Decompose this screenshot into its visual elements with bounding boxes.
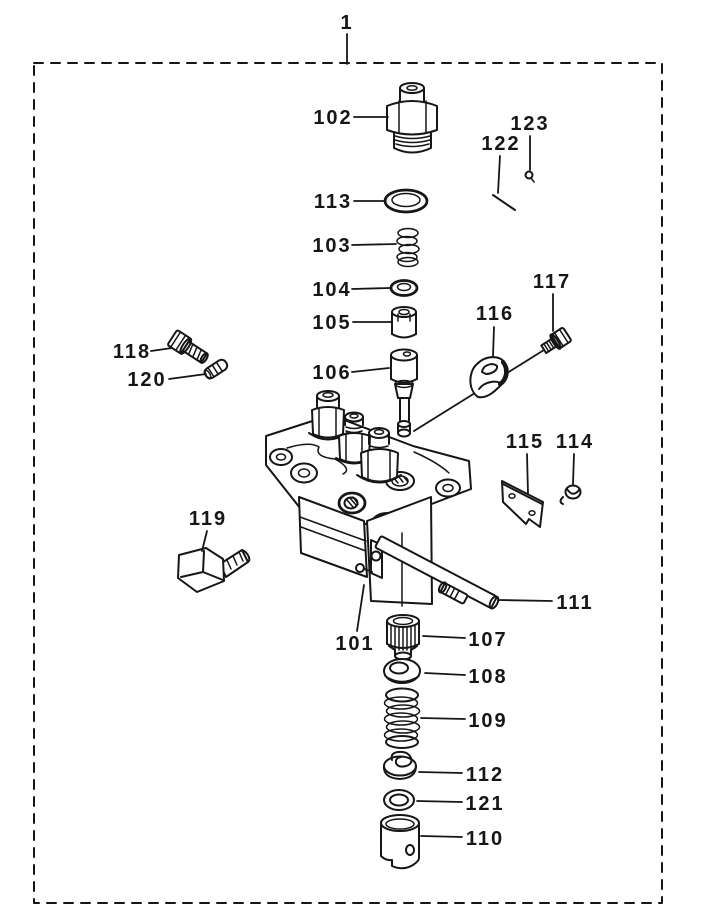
part-label-106: 106: [312, 362, 351, 384]
part-label-112: 112: [466, 764, 504, 786]
part-120-sleeve: 120: [127, 358, 229, 391]
part-122-pin: 122: [481, 133, 520, 211]
part-label-110: 110: [466, 828, 504, 850]
part-label-113: 113: [314, 191, 352, 213]
part-label-105: 105: [312, 312, 351, 334]
part-119-plug-bolt: 119: [177, 508, 251, 593]
part-102-valve-holder: 102: [313, 82, 438, 154]
part-103-spring: 103: [312, 227, 420, 268]
callout-assembly: 1: [340, 12, 353, 65]
part-label-121: 121: [465, 793, 504, 815]
part-label-111: 111: [556, 592, 593, 614]
part-114-screw: 114: [556, 431, 594, 505]
part-116-bracket: 116: [469, 303, 514, 399]
part-label-116: 116: [476, 303, 514, 325]
part-label-101: 101: [335, 633, 374, 655]
figure-dashed-border: [33, 62, 663, 904]
part-118-bolt: 118: [113, 329, 209, 364]
part-108-washer: 108: [383, 658, 507, 688]
part-label-122: 122: [481, 133, 520, 155]
part-106-plunger: 106: [312, 348, 418, 438]
part-104-washer: 104: [312, 279, 419, 301]
part-123-clip: 123: [510, 113, 549, 183]
body-fitting-front: [356, 427, 402, 484]
part-121-o-ring: 121: [383, 789, 504, 815]
part-label-120: 120: [127, 369, 166, 391]
body-fitting-rear: [308, 390, 348, 441]
part-label-103: 103: [312, 235, 351, 257]
part-label-104: 104: [312, 279, 351, 301]
part-label-118: 118: [113, 341, 151, 363]
part-107-knurled-adjuster: 107: [386, 614, 507, 661]
part-105-valve-seat: 105: [312, 306, 417, 339]
part-label-123: 123: [510, 113, 549, 135]
part-label-117: 117: [533, 271, 571, 293]
part-label-119: 119: [189, 508, 227, 530]
part-113-gasket: 113: [314, 188, 429, 214]
part-112-spring-seat: 112: [382, 750, 504, 786]
part-101-pump-body: 101: [265, 390, 472, 655]
part-110-tappet: 110: [380, 814, 504, 870]
part-label-108: 108: [468, 666, 507, 688]
part-label-114: 114: [556, 431, 594, 453]
part-label-109: 109: [468, 710, 507, 732]
part-115-plate: 115: [501, 431, 544, 528]
part-117-bolt: 117: [533, 271, 572, 355]
part-111-control-rod: 111: [374, 535, 593, 614]
part-label-1: 1: [340, 12, 353, 34]
part-label-107: 107: [468, 629, 507, 651]
part-label-102: 102: [313, 107, 352, 129]
part-label-115: 115: [506, 431, 544, 453]
part-109-spring: 109: [383, 687, 507, 749]
